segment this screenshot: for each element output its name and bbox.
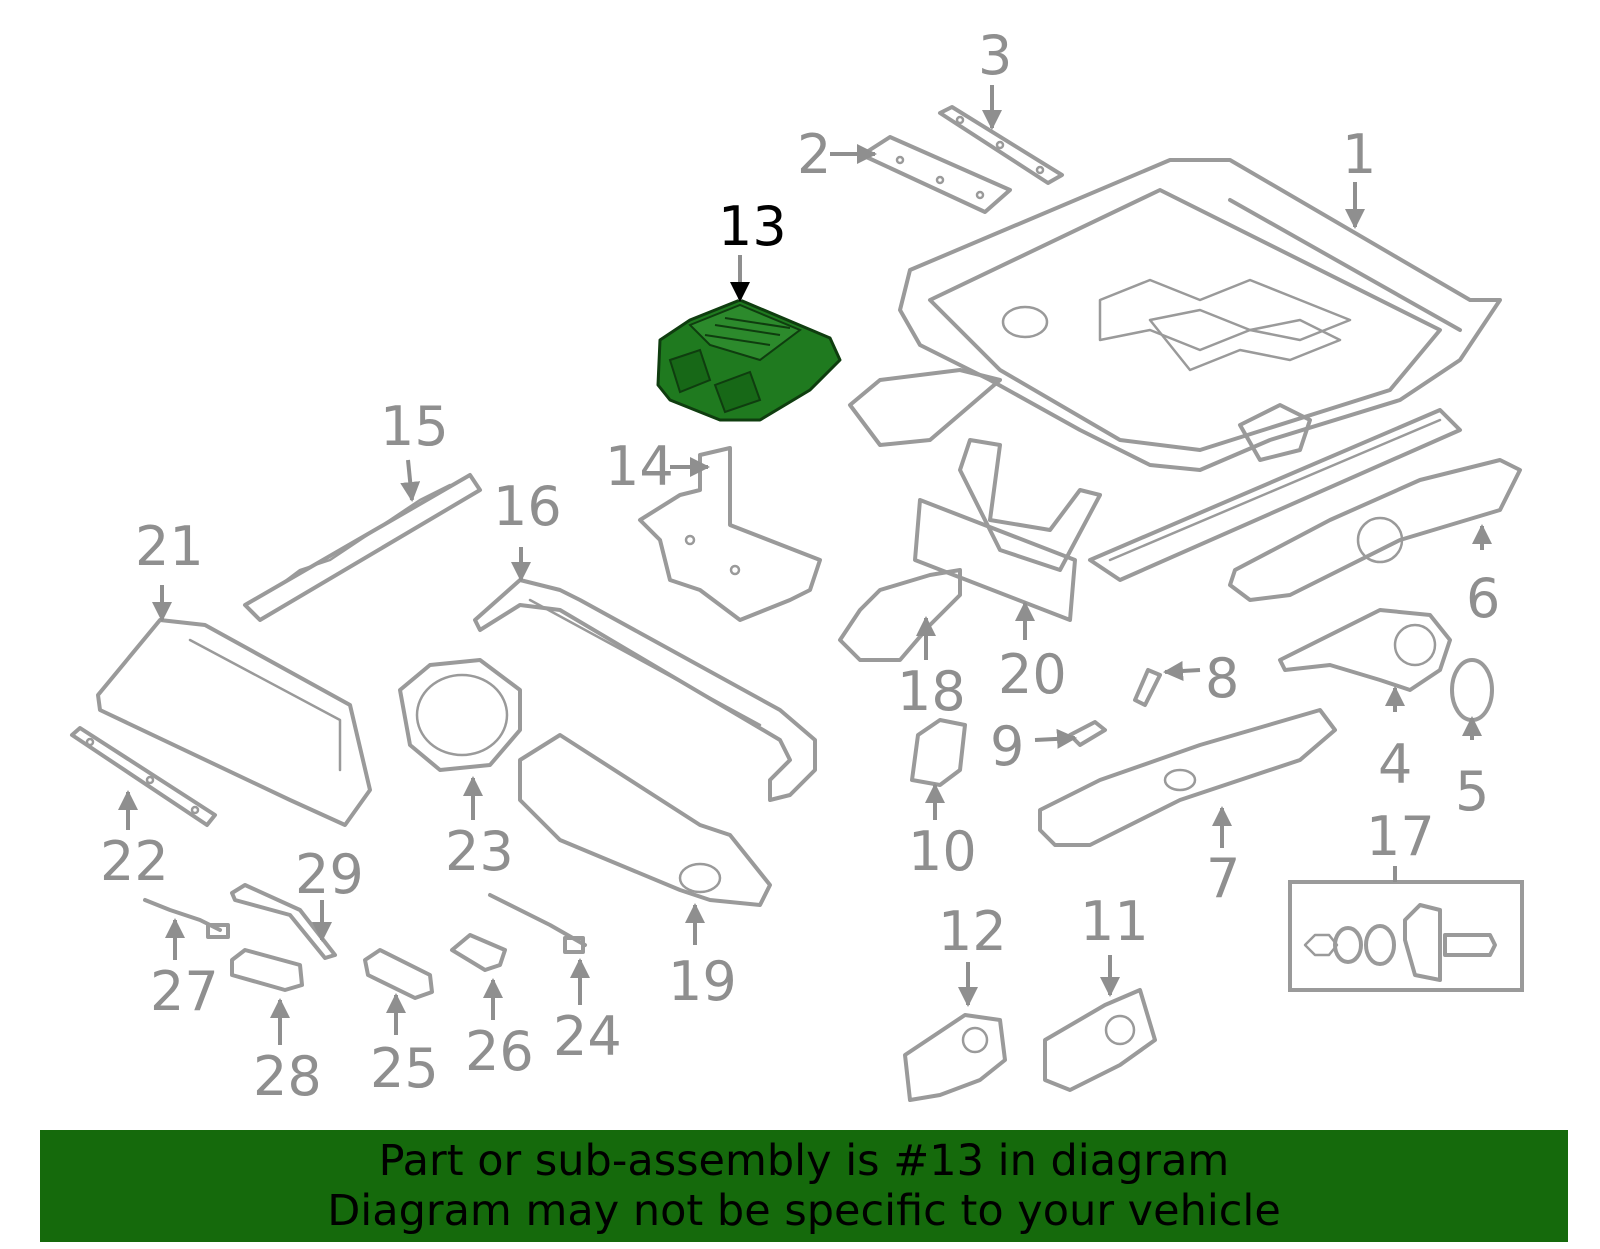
part-1-seat-frame: [848, 158, 1502, 582]
part-11-gearbox: [1043, 988, 1157, 1092]
callout-22: 22: [100, 830, 169, 893]
part-5-ring: [1450, 658, 1494, 722]
part-28-pad: [230, 948, 304, 992]
part-6-trim: [1228, 458, 1522, 602]
part-27-wire: [143, 898, 230, 939]
part-18-cover: [838, 568, 962, 662]
part-16-frame-rail: [473, 578, 817, 802]
callout-6: 6: [1466, 567, 1501, 630]
part-23-ring: [398, 658, 522, 772]
part-25-motor: [363, 948, 434, 1000]
callout-15: 15: [380, 395, 449, 458]
part-2-bracket: [860, 135, 1012, 214]
part-24-cable: [488, 893, 587, 954]
part-8-clip: [1133, 668, 1162, 707]
callout-20: 20: [998, 643, 1067, 706]
callout-26: 26: [465, 1020, 534, 1083]
callout-7: 7: [1206, 847, 1241, 910]
callout-29: 29: [295, 843, 364, 906]
callout-27: 27: [150, 960, 219, 1023]
part-14-bracket: [638, 446, 822, 622]
callout-12: 12: [938, 900, 1007, 963]
part-9-clip: [1068, 720, 1107, 747]
callout-5: 5: [1455, 760, 1490, 823]
callout-21: 21: [135, 515, 204, 578]
part-20-bracket: [913, 438, 1102, 622]
callout-1: 1: [1342, 123, 1377, 186]
callout-4: 4: [1378, 733, 1413, 796]
callout-leaders: [118, 85, 1492, 1045]
info-banner: Part or sub-assembly is #13 in diagram D…: [40, 1130, 1568, 1242]
callout-19: 19: [668, 950, 737, 1013]
callout-28: 28: [253, 1045, 322, 1108]
part-26-clip: [450, 933, 507, 972]
callout-9: 9: [990, 715, 1025, 778]
part-21-cover: [96, 618, 372, 827]
banner-line-1: Part or sub-assembly is #13 in diagram: [378, 1136, 1230, 1186]
callout-25: 25: [370, 1037, 439, 1100]
part-15-rail: [243, 473, 482, 622]
part-17-hardware-kit: [1288, 880, 1524, 992]
part-29-sensor: [230, 883, 337, 960]
part-10-switch: [910, 718, 967, 787]
callout-10: 10: [908, 820, 977, 883]
callout-3: 3: [978, 24, 1013, 87]
part-4-cover: [1278, 608, 1452, 692]
part-12-gearbox: [903, 1013, 1007, 1102]
callout-17: 17: [1366, 805, 1435, 868]
part-19-motor: [518, 733, 772, 907]
part-22-strip: [70, 726, 217, 827]
callout-8: 8: [1205, 647, 1240, 710]
callout-18: 18: [897, 660, 966, 723]
callout-11: 11: [1080, 890, 1149, 953]
part-3-strip: [938, 105, 1064, 185]
banner-line-2: Diagram may not be specific to your vehi…: [327, 1186, 1281, 1236]
callout-14: 14: [605, 435, 674, 498]
callout-16: 16: [493, 475, 562, 538]
callout-13-highlight: 13: [718, 195, 787, 258]
callout-2: 2: [797, 123, 832, 186]
part-7-trim: [1038, 708, 1337, 847]
callout-24: 24: [553, 1005, 622, 1068]
part-13-control-module: [656, 298, 842, 422]
callout-23: 23: [445, 820, 514, 883]
